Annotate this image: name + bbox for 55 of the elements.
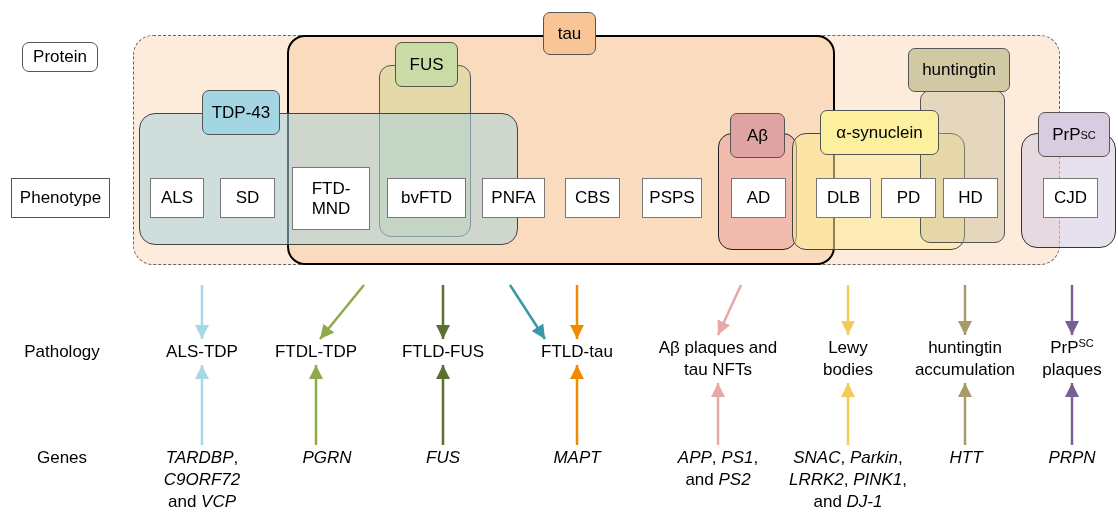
protein-label: huntingtin [908, 48, 1010, 92]
arrow [195, 285, 209, 339]
gene-label: TARDBP, C9ORF72 and VCP [154, 447, 250, 512]
pathology-label: PrP$^{SC}$ plaques [1032, 337, 1112, 381]
arrow [1065, 285, 1079, 335]
arrow [319, 284, 365, 340]
arrow [195, 365, 209, 445]
arrow [436, 285, 450, 339]
phenotype-box: DLB [816, 178, 871, 218]
pathology-label: FTLD-FUS [388, 341, 498, 363]
arrow [508, 284, 547, 340]
phenotype-box: CBS [565, 178, 620, 218]
phenotype-box: FTD-MND [292, 167, 370, 230]
gene-label: PRPN [1037, 447, 1107, 469]
phenotype-box: HD [943, 178, 998, 218]
pathology-label: Lewy bodies [813, 337, 883, 381]
row-label: Pathology [23, 341, 101, 363]
gene-label: FUS [418, 447, 468, 469]
arrow [958, 383, 972, 445]
protein-label: tau [543, 12, 596, 55]
arrow [570, 365, 584, 445]
arrow [309, 365, 323, 445]
arrow [716, 284, 743, 336]
pathology-label: FTDL-TDP [261, 341, 371, 363]
gene-label: SNAC, Parkin, LRRK2, PINK1, and DJ-1 [778, 447, 918, 512]
phenotype-box: ALS [150, 178, 204, 218]
gene-label: APP, PS1, and PS2 [668, 447, 768, 491]
pathology-label: Aβ plaques and tau NFTs [653, 337, 783, 381]
arrow [436, 365, 450, 445]
phenotype-box: PNFA [482, 178, 545, 218]
pathology-label: ALS-TDP [152, 341, 252, 363]
arrow [1065, 383, 1079, 445]
protein-label: Aβ [730, 113, 785, 158]
pathology-label: huntingtin accumulation [902, 337, 1028, 381]
phenotype-box: PSPS [642, 178, 702, 218]
phenotype-box: bvFTD [387, 178, 466, 218]
phenotype-box: CJD [1043, 178, 1098, 218]
phenotype-box: SD [220, 178, 275, 218]
pathology-label: FTLD-tau [527, 341, 627, 363]
phenotype-box: PD [881, 178, 936, 218]
arrow [841, 285, 855, 335]
protein-label: α-synuclein [820, 110, 939, 155]
arrow [841, 383, 855, 445]
row-header-box: Protein [22, 42, 98, 72]
arrow [711, 383, 725, 445]
gene-label: PGRN [292, 447, 362, 469]
row-header-box: Phenotype [11, 178, 110, 218]
gene-label: MAPT [542, 447, 612, 469]
protein-label: FUS [395, 42, 458, 87]
arrow [958, 285, 972, 335]
gene-label: HTT [941, 447, 991, 469]
row-label: Genes [35, 447, 89, 469]
phenotype-box: AD [731, 178, 786, 218]
arrow [570, 285, 584, 339]
protein-label: TDP-43 [202, 90, 280, 135]
